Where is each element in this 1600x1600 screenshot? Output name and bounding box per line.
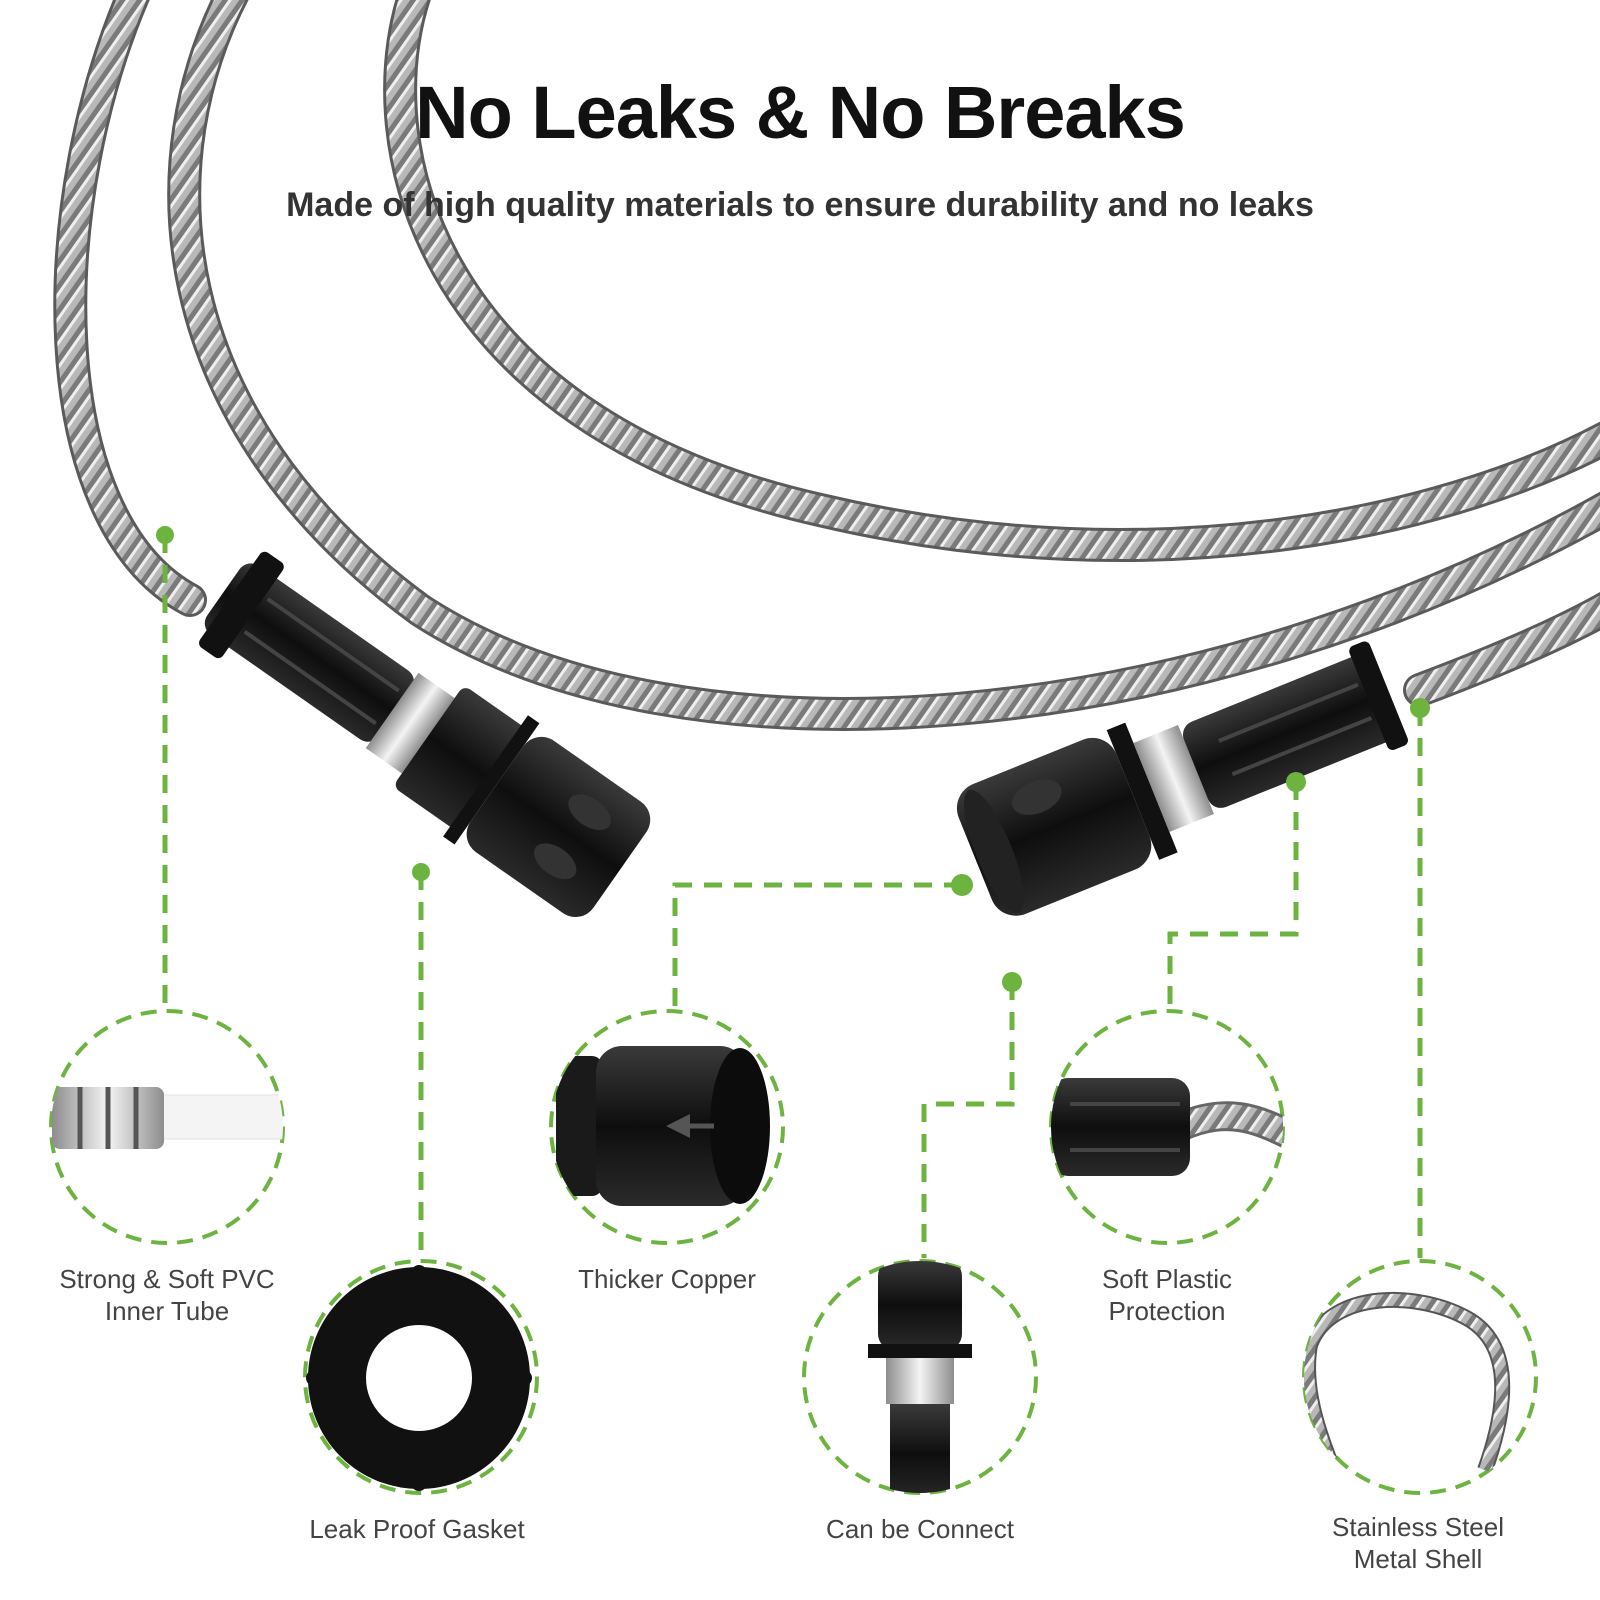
feature-label-connect: Can be Connect [826, 1514, 1014, 1544]
connect-dot [1002, 972, 1022, 992]
pvc-tube-icon [52, 1087, 283, 1149]
headline: No Leaks & No Breaks [415, 71, 1186, 154]
connector-icon [868, 1261, 972, 1493]
feature-label-copper: Thicker Copper [578, 1264, 756, 1294]
leader-dots [156, 526, 1430, 992]
copper-connector-icon [556, 1046, 770, 1206]
right-connector [956, 641, 1408, 916]
feature-label-plastic: Soft Plastic Protection [1101, 1264, 1233, 1326]
copper-dot [951, 874, 973, 896]
leader-lines [162, 535, 1423, 1258]
feature-label-steel: Stainless Steel Metal Shell [1332, 1512, 1504, 1574]
hose-coil [53, 0, 1600, 731]
pvc-dot [156, 526, 174, 544]
plastic-sleeve-icon [1051, 1078, 1283, 1176]
feature-label-pvc: Strong & Soft PVC Inner Tube [59, 1264, 275, 1326]
plastic-dot [1286, 772, 1306, 792]
feature-label-gasket: Leak Proof Gasket [309, 1514, 525, 1544]
gasket-dot [412, 863, 430, 881]
steel-dot [1410, 698, 1430, 718]
gasket-icon [306, 1265, 532, 1491]
subheadline: Made of high quality materials to ensure… [286, 186, 1314, 224]
left-connector [199, 551, 651, 918]
